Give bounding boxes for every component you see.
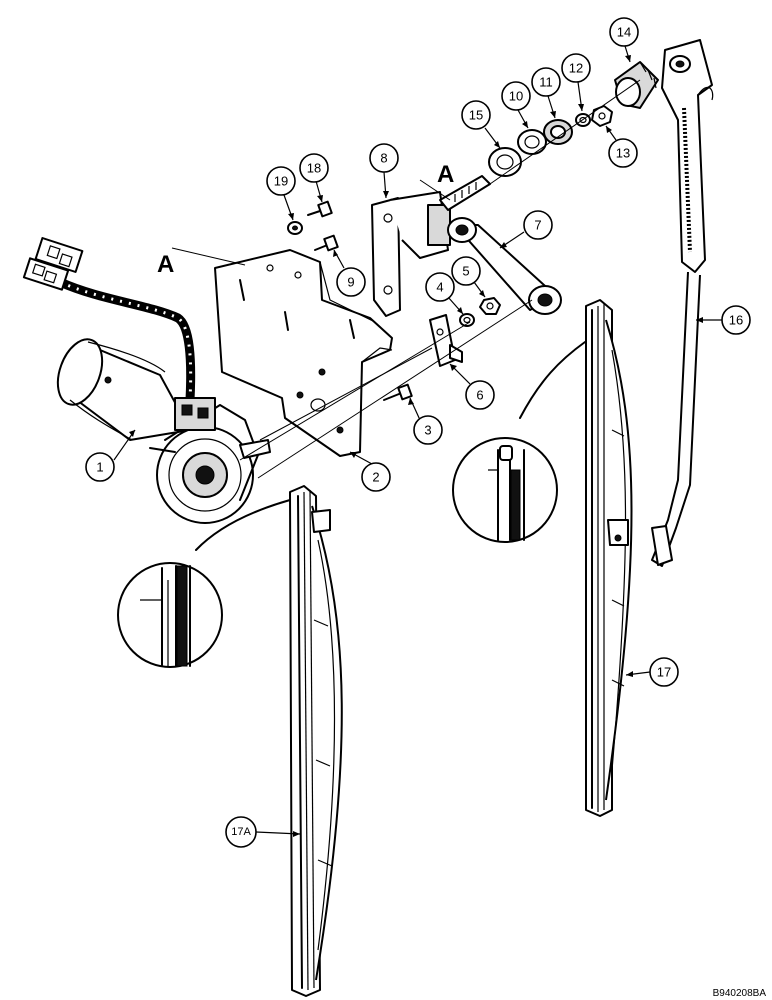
svg-text:2: 2 xyxy=(372,470,379,485)
callout-17a: 17A xyxy=(225,816,301,848)
svg-text:A: A xyxy=(157,251,174,278)
callout-1: 1 xyxy=(85,429,136,482)
reference-code: B940208BA xyxy=(713,988,767,999)
callout-13: 13 xyxy=(605,125,638,168)
callout-10: 10 xyxy=(501,81,531,129)
svg-text:11: 11 xyxy=(539,75,553,90)
alignment-lines xyxy=(171,79,641,479)
callout-12: 12 xyxy=(561,53,591,112)
section-letter-a-right: A xyxy=(437,161,454,188)
callout-17: 17 xyxy=(625,657,679,687)
nut-5 xyxy=(479,297,501,315)
svg-text:6: 6 xyxy=(476,388,483,403)
detail-inset-17 xyxy=(452,341,586,543)
section-letter-a-left: A xyxy=(157,251,174,278)
detail-inset-17a xyxy=(117,499,291,668)
callout-8: 8 xyxy=(369,143,399,199)
link-bracket-6 xyxy=(429,314,463,367)
cap-14 xyxy=(614,61,659,109)
bushing-11 xyxy=(543,119,573,145)
svg-text:12: 12 xyxy=(569,61,583,76)
callout-3: 3 xyxy=(408,397,443,445)
svg-text:17: 17 xyxy=(657,665,671,680)
connector-plug-lower xyxy=(22,257,70,291)
callout-5: 5 xyxy=(451,256,486,298)
callout-7: 7 xyxy=(499,210,553,249)
bolt-18 xyxy=(307,200,333,218)
wiper-blade-17 xyxy=(585,299,633,817)
callout-16: 16 xyxy=(696,305,751,335)
wiper-blade-17a xyxy=(289,485,343,997)
callout-9: 9 xyxy=(333,249,366,297)
svg-text:4: 4 xyxy=(436,280,443,295)
wiper-arm xyxy=(651,39,714,567)
svg-text:18: 18 xyxy=(307,161,321,176)
callout-11: 11 xyxy=(531,67,561,119)
wiper-motor xyxy=(56,338,271,524)
pivot-plate xyxy=(371,175,491,317)
svg-text:1: 1 xyxy=(96,460,103,475)
spacer-15 xyxy=(488,147,522,177)
nut-13 xyxy=(591,105,613,127)
callout-14: 14 xyxy=(609,17,639,63)
svg-text:10: 10 xyxy=(509,89,523,104)
callout-4: 4 xyxy=(425,272,464,315)
linkage-arm xyxy=(447,217,562,315)
connector-plug-upper xyxy=(34,237,84,273)
svg-text:15: 15 xyxy=(469,108,483,123)
svg-text:8: 8 xyxy=(380,151,387,166)
bolt-3 xyxy=(383,383,413,401)
svg-text:13: 13 xyxy=(616,146,630,161)
wiring-harness xyxy=(22,237,196,405)
mounting-bracket xyxy=(214,249,393,457)
svg-text:14: 14 xyxy=(617,25,631,40)
svg-text:5: 5 xyxy=(462,264,469,279)
svg-text:17A: 17A xyxy=(231,826,251,838)
motor-gearbox xyxy=(149,397,271,524)
svg-text:19: 19 xyxy=(274,174,288,189)
svg-text:16: 16 xyxy=(729,313,743,328)
callout-6: 6 xyxy=(449,363,495,410)
callout-2: 2 xyxy=(349,451,391,492)
svg-text:3: 3 xyxy=(424,423,431,438)
callout-19: 19 xyxy=(266,166,296,221)
svg-text:9: 9 xyxy=(347,275,354,290)
svg-text:A: A xyxy=(437,161,454,188)
callout-18: 18 xyxy=(299,153,329,203)
seal-10 xyxy=(517,129,547,155)
washer-4 xyxy=(459,313,475,327)
callout-15: 15 xyxy=(461,100,501,149)
washer-19 xyxy=(287,221,303,235)
bolt-9 xyxy=(314,234,339,252)
svg-text:7: 7 xyxy=(534,218,541,233)
